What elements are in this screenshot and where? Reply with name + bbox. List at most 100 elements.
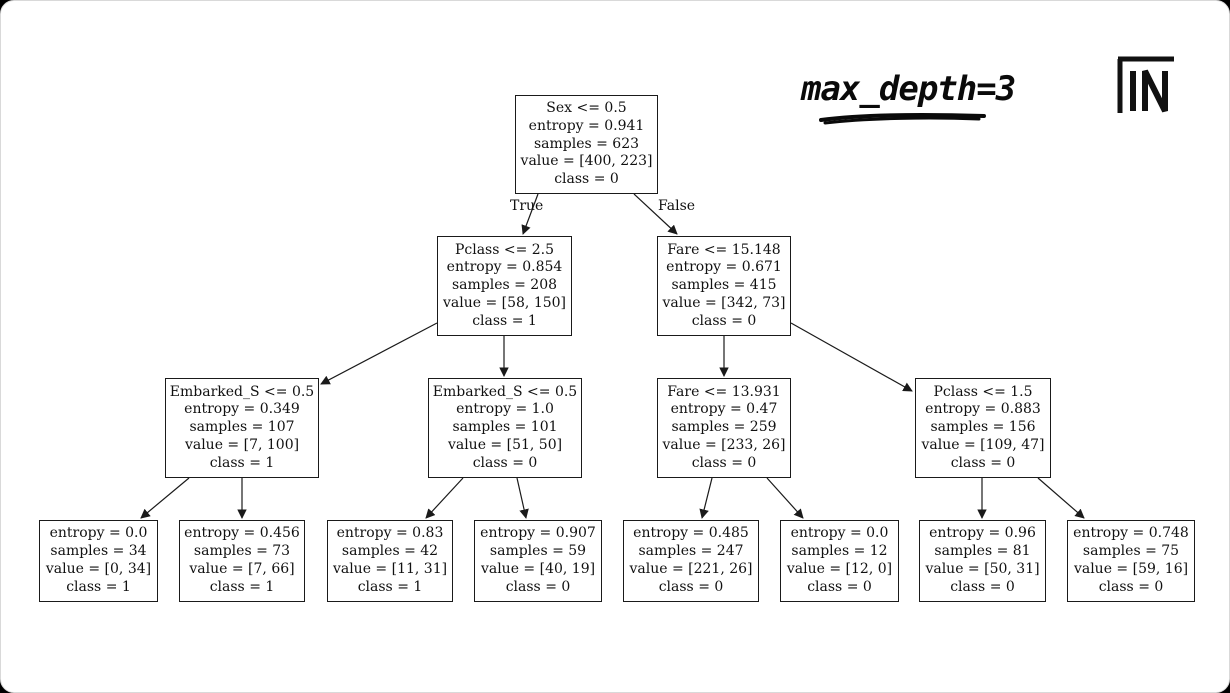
node-line: samples = 73: [193, 543, 291, 560]
node-line: class = 0: [950, 578, 1015, 595]
node-line: entropy = 0.0: [49, 525, 148, 542]
node-line: entropy = 1.0: [456, 401, 554, 418]
node-line: Embarked_S <= 0.5: [169, 383, 315, 400]
edge-label-true: True: [510, 198, 544, 214]
node-line: entropy = 0.883: [925, 401, 1041, 418]
node-line: class = 1: [66, 578, 131, 595]
node-line: samples = 415: [671, 277, 777, 294]
node-line: value = [342, 73]: [662, 294, 786, 311]
node-line: value = [50, 31]: [925, 561, 1040, 577]
node-line: value = [400, 223]: [520, 153, 653, 170]
node-line: entropy = 0.349: [184, 401, 300, 418]
node-line: entropy = 0.907: [480, 525, 596, 542]
node-line: samples = 42: [341, 543, 439, 560]
node-line: Pclass <= 2.5: [454, 241, 555, 258]
node-line: class = 1: [357, 578, 423, 595]
tree-edge: [790, 322, 913, 392]
node-line: samples = 75: [1082, 543, 1180, 560]
node-line: samples = 623: [533, 135, 640, 152]
node-line: value = [0, 34]: [45, 561, 152, 577]
node-line: entropy = 0.96: [929, 525, 1036, 542]
node-line: class = 0: [691, 454, 757, 471]
node-line: Embarked_S <= 0.5: [432, 383, 578, 400]
annotation-underline: [819, 113, 986, 125]
node-line: class = 0: [658, 578, 724, 595]
node-line: value = [221, 26]: [629, 561, 753, 577]
node-line: value = [40, 19]: [480, 561, 596, 577]
node-line: Fare <= 15.148: [667, 241, 781, 258]
node-line: value = [7, 100]: [184, 436, 300, 453]
node-line: samples = 34: [50, 543, 147, 560]
node-line: value = [59, 16]: [1073, 561, 1189, 577]
tree-edge: [521, 193, 539, 235]
node-line: class = 0: [472, 454, 538, 471]
node-line: samples = 156: [930, 419, 1036, 436]
node-line: class = 0: [1098, 578, 1164, 595]
tree-edge: [140, 477, 190, 519]
node-line: entropy = 0.0: [790, 525, 889, 542]
tree-edge: [633, 193, 678, 235]
node-line: samples = 59: [489, 543, 587, 560]
node-line: samples = 107: [189, 419, 295, 436]
tree-edge: [766, 477, 804, 519]
node-line: samples = 208: [451, 277, 558, 294]
logo-icon: IN: [1115, 55, 1174, 113]
node-line: class = 1: [209, 578, 275, 595]
node-line: value = [7, 66]: [189, 561, 295, 577]
node-line: class = 0: [950, 454, 1016, 471]
node-line: class = 1: [472, 312, 537, 329]
node-line: Sex <= 0.5: [546, 100, 627, 116]
node-line: entropy = 0.47: [670, 401, 778, 418]
tree-edge: [1037, 477, 1085, 519]
node-line: Pclass <= 1.5: [933, 383, 1033, 400]
node-line: class = 1: [209, 454, 275, 471]
node-line: entropy = 0.456: [184, 525, 300, 542]
node-line: samples = 81: [934, 543, 1031, 560]
max-depth-annotation: max_depth=3: [801, 67, 1076, 129]
node-line: Fare <= 13.931: [667, 383, 781, 400]
tree-edge: [699, 477, 713, 519]
node-line: entropy = 0.83: [336, 525, 444, 542]
node-line: class = 0: [505, 578, 571, 595]
node-line: value = [109, 47]: [921, 436, 1045, 453]
edge-label-false: False: [658, 198, 696, 214]
node-line: value = [58, 150]: [442, 294, 567, 311]
node-line: value = [233, 26]: [662, 436, 786, 453]
node-line: value = [11, 31]: [332, 561, 448, 577]
node-line: entropy = 0.671: [666, 259, 782, 276]
tree-edge: [320, 322, 438, 385]
node-line: samples = 259: [671, 419, 777, 436]
max-depth-annotation-text: max_depth=3: [801, 69, 1016, 109]
node-line: class = 0: [691, 312, 757, 329]
node-line: value = [12, 0]: [786, 561, 893, 577]
tree-edge: [425, 477, 464, 519]
node-line: entropy = 0.941: [528, 117, 645, 134]
logo-text: IN: [1115, 55, 1116, 56]
node-line: class = 0: [807, 578, 872, 595]
node-line: value = [51, 50]: [447, 436, 563, 453]
node-line: entropy = 0.485: [633, 525, 749, 542]
node-line: entropy = 0.854: [446, 259, 563, 276]
node-line: samples = 247: [638, 543, 744, 560]
node-line: entropy = 0.748: [1073, 525, 1189, 542]
node-line: class = 0: [554, 171, 619, 188]
node-line: samples = 12: [791, 543, 888, 560]
tree-edge: [516, 477, 529, 519]
